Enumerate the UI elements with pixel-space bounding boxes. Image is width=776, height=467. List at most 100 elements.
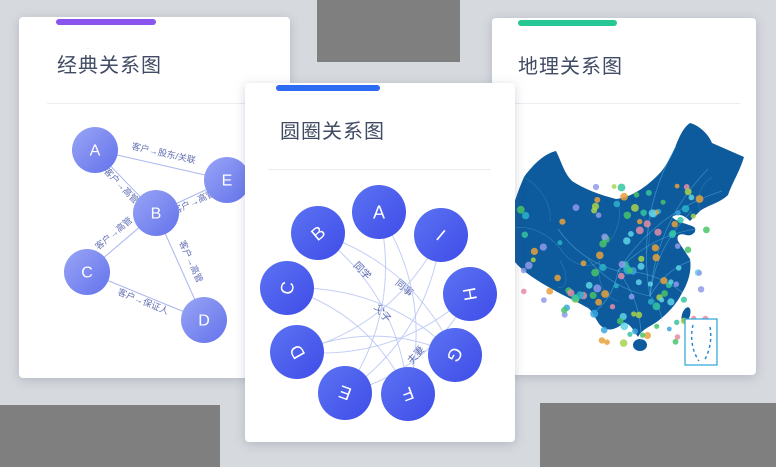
map-data-dot [640, 332, 646, 338]
map-data-dot [590, 309, 599, 318]
map-data-dot [674, 243, 681, 249]
province-border-line [698, 176, 713, 212]
china-map-canvas[interactable] [500, 111, 748, 369]
map-data-dot [611, 184, 617, 189]
map-data-dot [627, 267, 633, 274]
card-geo-header: 地理关系图 [492, 18, 756, 104]
map-data-dot [600, 326, 608, 334]
graph-node-A[interactable]: A [352, 185, 406, 239]
classic-graph-canvas[interactable]: 客户→股东/关联客户→高管客户→高管客户→高管客户→高管客户→保证人ABCDE [19, 17, 290, 378]
hainan-island [633, 339, 647, 351]
inset-dashed-boundary [690, 324, 700, 362]
map-data-dot [637, 218, 643, 225]
map-data-dot [680, 296, 687, 303]
province-border-line [598, 260, 619, 302]
graph-edge [378, 211, 417, 395]
map-data-dot [637, 262, 645, 270]
card-geo-title: 地理关系图 [518, 56, 623, 78]
map-data-dot [541, 297, 547, 303]
graph-node-D[interactable]: D [270, 325, 324, 379]
map-data-dot [659, 297, 665, 303]
map-data-dot [591, 202, 600, 210]
edge-label: 客户→股东/关联 [131, 140, 197, 165]
graph-node-B[interactable]: B [291, 206, 345, 260]
map-data-dot [596, 251, 604, 260]
map-data-dot [599, 263, 607, 272]
card-geo-divider [512, 103, 740, 104]
map-data-dot [652, 302, 661, 311]
map-data-dot [530, 257, 536, 263]
map-data-dot [635, 226, 644, 235]
graph-node-A[interactable]: A [72, 127, 118, 173]
relation-arc [587, 258, 651, 297]
card-circle-header: 圆圈关系图 [245, 83, 515, 170]
graph-node-F[interactable]: F [381, 367, 435, 421]
card-circle-tab-indicator [276, 85, 380, 91]
map-data-dot [618, 272, 625, 280]
node-label: B [151, 206, 162, 223]
map-data-dot [640, 209, 647, 216]
map-data-dot [546, 287, 554, 295]
edge-label: 同学 [351, 259, 374, 282]
map-data-dot [609, 304, 616, 310]
map-data-dot [613, 200, 621, 208]
map-data-dot [571, 294, 579, 302]
map-data-dot [648, 209, 657, 218]
map-data-dot [667, 298, 675, 306]
card-classic-title: 经典关系图 [57, 55, 162, 77]
map-data-dot [643, 220, 651, 228]
map-data-dot [654, 323, 660, 329]
graph-node-C[interactable]: C [260, 261, 314, 315]
graph-node-D[interactable]: D [181, 297, 227, 343]
graph-node-I[interactable]: I [414, 208, 468, 262]
node-label: H [459, 286, 481, 302]
graph-node-B[interactable]: B [133, 190, 179, 236]
map-data-dot [561, 306, 568, 314]
card-classic-header: 经典关系图 [19, 17, 290, 104]
province-border-line [509, 227, 601, 266]
map-data-dot [677, 216, 684, 224]
graph-node-E[interactable]: E [204, 157, 250, 203]
map-data-dot [645, 189, 652, 196]
edge-label: 客户→高管 [177, 239, 205, 285]
map-data-dot [613, 283, 619, 289]
china-landmass [507, 123, 744, 337]
relation-arc [649, 260, 691, 297]
map-data-dot [703, 226, 710, 234]
map-data-dot [557, 240, 563, 246]
map-data-dot [521, 211, 530, 220]
map-data-dot [654, 228, 662, 236]
graph-node-C[interactable]: C [64, 249, 110, 295]
map-data-dot [631, 204, 639, 212]
map-data-dot [690, 213, 696, 219]
map-data-dot [644, 332, 651, 339]
graph-node-E[interactable]: E [318, 366, 372, 420]
card-circle-divider [268, 169, 491, 170]
map-data-dot [674, 319, 680, 325]
map-data-dot [593, 284, 602, 293]
map-data-dot [675, 265, 682, 271]
map-data-dot [647, 281, 653, 287]
map-data-dot [620, 322, 629, 331]
map-data-dot [618, 260, 626, 268]
map-data-dot [592, 183, 600, 191]
map-data-dot [635, 279, 642, 286]
graph-node-G[interactable]: G [428, 328, 482, 382]
graph-node-H[interactable]: H [443, 267, 497, 321]
map-data-dot [674, 183, 680, 189]
map-data-dot [632, 328, 638, 335]
map-data-dot [530, 247, 538, 255]
map-data-dot [559, 218, 566, 225]
card-classic-divider [47, 103, 290, 104]
map-data-dot [521, 288, 527, 295]
map-data-dot [617, 183, 626, 192]
relation-arc [649, 168, 709, 297]
card-geo-graph: 地理关系图 [492, 18, 756, 375]
map-data-dot [672, 338, 679, 345]
map-data-dot [619, 339, 628, 347]
map-data-dot [695, 195, 704, 203]
map-data-dot [623, 237, 631, 245]
map-data-dot [673, 281, 680, 287]
